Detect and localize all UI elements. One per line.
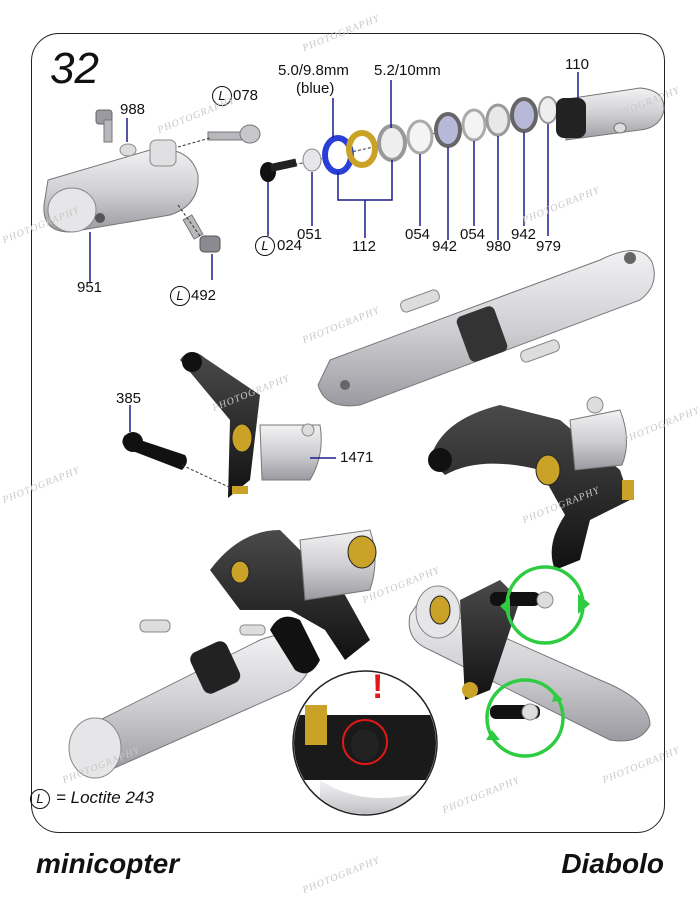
rotation-arrow-lower: [485, 678, 565, 758]
label-385: 385: [116, 390, 142, 407]
yoke-951: [43, 139, 199, 233]
brand-minicopter: minicopter: [36, 848, 180, 879]
label-110: 110: [565, 56, 589, 73]
thrust-bearing-112: [346, 130, 378, 168]
label-bearing-blue: 5.0/9.8mm: [278, 62, 349, 79]
spindle-110: [556, 87, 665, 141]
detail-inset: [292, 670, 438, 816]
washer-054b: [461, 108, 487, 142]
label-942b: 942: [511, 226, 537, 243]
label-112: 112: [352, 238, 376, 255]
spacer-980: [485, 103, 511, 137]
step-number: 32: [50, 44, 99, 93]
screw-024: [260, 158, 298, 182]
bearing-942a: [434, 112, 462, 148]
label-979: 979: [536, 238, 562, 255]
bearing-942b: [510, 97, 538, 133]
rotation-arrow-upper: [500, 565, 590, 645]
label-980: 980: [486, 238, 512, 255]
label-bearing-blue-note: (blue): [296, 80, 335, 97]
callout-lines: [89, 72, 579, 459]
page-frame: [31, 33, 665, 833]
label-951: 951: [77, 279, 103, 296]
screw-988: [95, 109, 137, 157]
shim-979: [538, 96, 558, 124]
assembly-bottom-right: [408, 580, 651, 742]
label-942a: 942: [432, 238, 458, 255]
label-051: 051: [297, 226, 323, 243]
label-492: 492: [191, 287, 217, 304]
label-078: 078: [233, 87, 259, 104]
mixing-arm-right: [428, 396, 634, 570]
warning-mark: !: [372, 668, 384, 706]
assembled-shaft: [317, 250, 655, 407]
assembly-bottom-left: [68, 529, 377, 779]
label-024: 024: [277, 237, 303, 254]
legend-text: = Loctite 243: [56, 788, 154, 807]
label-988: 988: [120, 101, 146, 118]
screw-492: [177, 204, 221, 253]
legend-symbol: L: [30, 789, 50, 809]
label-054b: 054: [460, 226, 486, 243]
washer-054a: [406, 119, 434, 155]
label-1471: 1471: [340, 449, 374, 466]
loctite-icon: L: [212, 86, 232, 106]
label-bearing-52: 5.2/10mm: [374, 62, 441, 79]
brand-diabolo: Diabolo: [561, 848, 664, 879]
loctite-icon: L: [255, 236, 275, 256]
washer-051: [302, 148, 322, 172]
mixing-arm-left: [122, 351, 322, 498]
label-054a: 054: [405, 226, 431, 243]
loctite-icon: L: [170, 286, 190, 306]
bolt-078: [177, 124, 261, 148]
